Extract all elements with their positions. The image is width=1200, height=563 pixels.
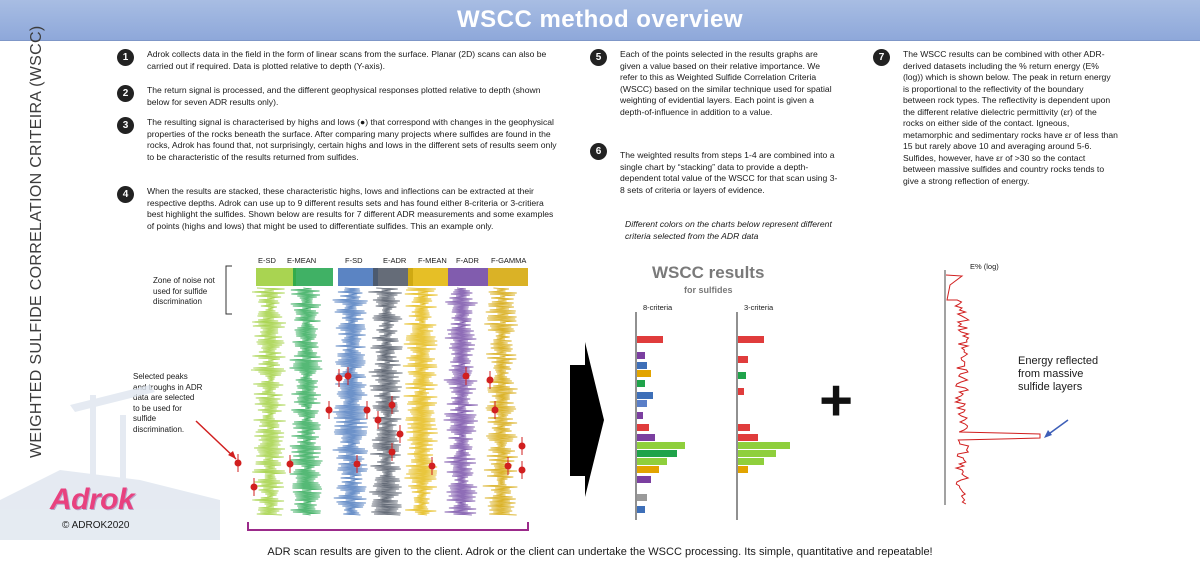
- adr-trace-3: [368, 287, 403, 516]
- page-title: WSCC method overview: [456, 6, 744, 33]
- adr-column-label-2: F-SD: [345, 256, 363, 265]
- step-2-text: The return signal is processed, and the …: [147, 85, 541, 107]
- noise-zone-bracket: [225, 265, 232, 315]
- adr-header-block-3: [373, 268, 413, 286]
- footer-text: ADR scan results are given to the client…: [267, 546, 933, 558]
- wscc-8-bar: [637, 494, 647, 501]
- step-5-text: Each of the points selected in the resul…: [620, 49, 832, 117]
- wscc-8-bar: [637, 434, 655, 441]
- wscc-col-3-criteria: 3-criteria: [744, 303, 774, 312]
- copyright: © ADROK2020: [62, 520, 130, 531]
- step-3: 3 The resulting signal is characterised …: [117, 117, 557, 163]
- wscc-3-bar: [738, 388, 744, 395]
- wscc-3-bar: [738, 442, 790, 449]
- energy-trace: [945, 274, 1041, 505]
- adr-column-label-4: F-MEAN: [418, 256, 447, 265]
- peaks-arrow: [195, 420, 237, 460]
- adr-column-label-5: F-ADR: [456, 256, 479, 265]
- process-arrow: [570, 342, 604, 497]
- wscc-3-bar: [738, 336, 764, 343]
- wscc-3-bar: [738, 424, 750, 431]
- adr-column-label-1: E-MEAN: [287, 256, 317, 265]
- wscc-8-bar: [637, 400, 647, 407]
- wscc-3-bar: [738, 450, 776, 457]
- step-6: 6 The weighted results from steps 1-4 ar…: [590, 143, 840, 196]
- title-banner: WSCC method overview: [0, 0, 1200, 41]
- energy-arrow-head: [1044, 430, 1052, 438]
- adr-trace-0: [250, 287, 286, 516]
- step-3-number: 3: [117, 117, 134, 134]
- adr-trace-4: [402, 287, 438, 516]
- wscc-8-bar: [637, 450, 677, 457]
- step-3-text: The resulting signal is characterised by…: [147, 117, 557, 162]
- wscc-8-bar: [637, 424, 649, 431]
- wscc-3-bar: [738, 466, 748, 473]
- energy-annotation: Energy reflected from massive sulfide la…: [1018, 355, 1099, 393]
- step-2: 2 The return signal is processed, and th…: [117, 85, 557, 108]
- wscc-3-bar: [738, 372, 746, 379]
- step-5: 5 Each of the points selected in the res…: [590, 49, 840, 118]
- energy-axis-label: E% (log): [970, 262, 999, 271]
- wscc-8-bar: [637, 506, 645, 513]
- wscc-8-bar: [637, 392, 653, 399]
- wscc-8-bar: [637, 458, 667, 465]
- wscc-8-bar: [637, 442, 685, 449]
- step-7-text: The WSCC results can be combined with ot…: [903, 49, 1118, 186]
- wscc-3-bar: [738, 356, 748, 363]
- wscc-3-bar: [738, 458, 764, 465]
- adr-header-block-6: [488, 268, 528, 286]
- wscc-8-bar: [637, 352, 645, 359]
- adrok-logo: Adrok: [50, 483, 135, 516]
- italic-note: Different colors on the charts below rep…: [625, 219, 832, 241]
- wscc-8-bar: [637, 476, 651, 483]
- wscc-3-bar: [738, 434, 758, 441]
- adr-trace-6: [482, 287, 518, 516]
- peaks-arrow-head: [228, 451, 236, 459]
- plus-sign: +: [819, 368, 853, 433]
- adr-trace-1: [289, 287, 323, 516]
- step-1: 1 Adrok collects data in the field in th…: [117, 49, 557, 72]
- wscc-8-bar: [637, 362, 647, 369]
- peaks-label: Selected peaks and troughs in ADR data a…: [133, 372, 203, 434]
- step-4: 4 When the results are stacked, these ch…: [117, 186, 557, 232]
- adr-column-label-0: E-SD: [258, 256, 276, 265]
- adr-header-block-1: [293, 268, 333, 286]
- wscc-col-8-criteria: 8-criteria: [643, 303, 673, 312]
- wscc-8-bar: [637, 370, 651, 377]
- wscc-8-bar: [637, 336, 663, 343]
- step-4-text: When the results are stacked, these char…: [147, 186, 554, 231]
- wscc-bars: [637, 336, 790, 513]
- adr-trace-5: [443, 287, 478, 516]
- adr-header-block-4: [408, 268, 448, 286]
- wscc-8-bar: [637, 466, 659, 473]
- step-1-text: Adrok collects data in the field in the …: [147, 49, 547, 71]
- noise-zone-label: Zone of noise not used for sulfide discr…: [153, 276, 215, 306]
- step-6-number: 6: [590, 143, 607, 160]
- step-5-number: 5: [590, 49, 607, 66]
- wscc-8-bar: [637, 380, 645, 387]
- adr-header-block-0: [256, 268, 296, 286]
- step-7-number: 7: [873, 49, 890, 66]
- step-2-number: 2: [117, 85, 134, 102]
- adr-header-block-2: [338, 268, 378, 286]
- step-7: 7 The WSCC results can be combined with …: [873, 49, 1118, 187]
- adr-column-label-3: E-ADR: [383, 256, 407, 265]
- adr-header-block-5: [448, 268, 488, 286]
- wscc-8-bar: [637, 412, 643, 419]
- adr-selected-points: [234, 367, 526, 496]
- adr-column-label-6: F-GAMMA: [491, 256, 527, 265]
- oil-rig-silhouette: [0, 385, 220, 540]
- wscc-results-subtitle: for sulfides: [684, 285, 733, 295]
- adr-traces: [250, 268, 528, 516]
- step-4-number: 4: [117, 186, 134, 203]
- bottom-bracket: [247, 522, 529, 531]
- step-1-number: 1: [117, 49, 134, 66]
- step-6-text: The weighted results from steps 1-4 are …: [620, 150, 838, 195]
- adr-trace-2: [332, 287, 368, 516]
- wscc-results-title: WSCC results: [652, 263, 765, 282]
